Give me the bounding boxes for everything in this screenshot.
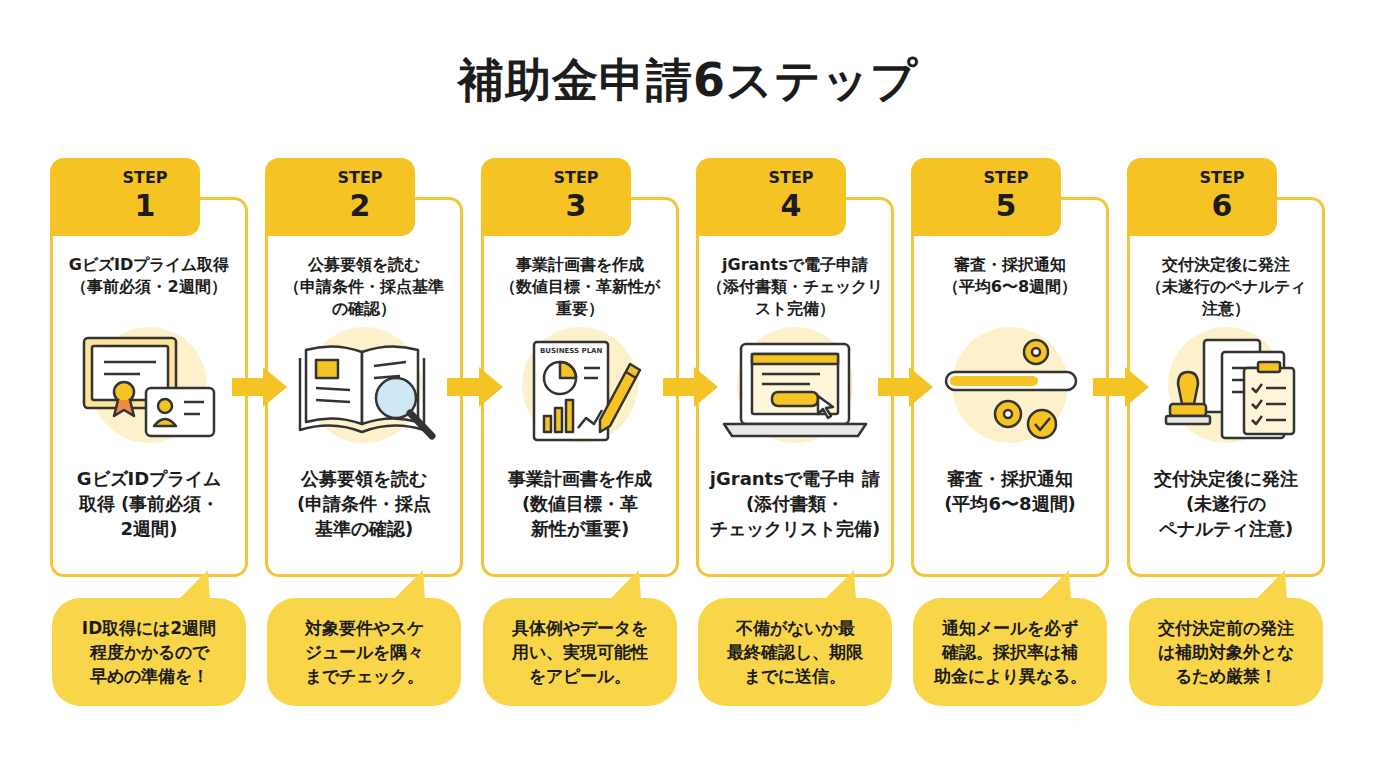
step-card: GビズIDプライム取得 （事前必須・2週間） GビズIDプライム 取得 (事前必須…	[50, 197, 248, 577]
tip-text: 不備がないか最 最終確認し、期限 までに送信。	[707, 616, 883, 688]
step-label: STEP	[481, 168, 631, 187]
step-description: jGrantsで電子申 請(添付書類・ チェックリスト完備)	[707, 466, 883, 541]
tip-text: 通知メールを必ず 確認。採択率は補 助金により異なる。	[922, 616, 1098, 688]
step-number: 6	[1127, 188, 1277, 223]
bubble-tail	[913, 568, 1107, 600]
tip-text: ID取得には2週間 程度かかるので 早めの準備を！	[61, 616, 237, 688]
tip-bubble: 交付決定前の発注 は補助対象外とな るため厳禁！	[1129, 598, 1323, 706]
step-number: 4	[696, 188, 846, 223]
step-tab: STEP4	[696, 158, 846, 236]
tip-bubble: 通知メールを必ず 確認。採択率は補 助金により異なる。	[913, 598, 1107, 706]
tip-bubble: 不備がないか最 最終確認し、期限 までに送信。	[698, 598, 892, 706]
step-card: jGrantsで電子申請 （添付書類・チェックリ スト完備） jGrantsで電子…	[696, 197, 894, 577]
step-tab: STEP5	[911, 158, 1061, 236]
bubble-tail-shape	[824, 570, 856, 600]
step-card: 交付決定後に発注 （未遂行のペナルティ 注意） 交付決定後に発注 (未遂行の ペナ…	[1127, 197, 1325, 577]
bubble-tail	[52, 568, 246, 600]
step-card: 公募要領を読む （申請条件・採点基準 の確認） 公募要領を読む (申請条件・採点 …	[265, 197, 463, 577]
bubble-tail-shape	[178, 570, 210, 600]
bubble-tail-shape	[1039, 570, 1071, 600]
step-label: STEP	[265, 168, 415, 187]
bubble-tail-shape	[1255, 570, 1287, 600]
tip-text: 具体例やデータを 用い、実現可能性 をアピール。	[492, 616, 668, 688]
step-heading: 公募要領を読む （申請条件・採点基準 の確認）	[271, 254, 457, 320]
step-heading: jGrantsで電子申請 （添付書類・チェックリ スト完備）	[702, 254, 888, 320]
tip-text: 対象要件やスケ ジュールを隅々 までチェック。	[276, 616, 452, 688]
step-number: 2	[265, 188, 415, 223]
step-description: GビズIDプライム 取得 (事前必須・2週間)	[61, 466, 237, 541]
step-card: 審査・採択通知 （平均6〜8週間） 審査・採択通知 (平均6〜8週間)	[911, 197, 1109, 577]
step-tab: STEP3	[481, 158, 631, 236]
step-number: 3	[481, 188, 631, 223]
step-heading: 交付決定後に発注 （未遂行のペナルティ 注意）	[1133, 254, 1319, 320]
step-heading: GビズIDプライム取得 （事前必須・2週間）	[56, 254, 242, 298]
bubble-tail	[267, 568, 461, 600]
step-tab: STEP6	[1127, 158, 1277, 236]
step-label: STEP	[911, 168, 1061, 187]
step-tab: STEP2	[265, 158, 415, 236]
step-description: 事業計画書を作成 (数値目標・革 新性が重要)	[492, 466, 668, 541]
bubble-tail-shape	[609, 570, 641, 600]
step-heading: 審査・採択通知 （平均6〜8週間）	[917, 254, 1103, 298]
icon-label: BUSINESS PLAN	[540, 347, 602, 355]
tip-bubble: ID取得には2週間 程度かかるので 早めの準備を！	[52, 598, 246, 706]
step-number: 5	[911, 188, 1061, 223]
step-number: 1	[50, 188, 200, 223]
step-card: 事業計画書を作成 （数値目標・革新性が 重要） 事業計画書を作成 (数値目標・革 …	[481, 197, 679, 577]
step-description: 審査・採択通知 (平均6〜8週間)	[922, 466, 1098, 516]
diagram-title: 補助金申請6ステップ	[0, 50, 1376, 112]
step-heading: 事業計画書を作成 （数値目標・革新性が 重要）	[487, 254, 673, 320]
tip-bubble: 対象要件やスケ ジュールを隅々 までチェック。	[267, 598, 461, 706]
step-label: STEP	[696, 168, 846, 187]
bubble-tail	[483, 568, 677, 600]
bubble-tail	[698, 568, 892, 600]
step-label: STEP	[50, 168, 200, 187]
bubble-tail-shape	[393, 570, 425, 600]
tip-bubble: 具体例やデータを 用い、実現可能性 をアピール。	[483, 598, 677, 706]
step-description: 交付決定後に発注 (未遂行の ペナルティ注意)	[1138, 466, 1314, 541]
step-description: 公募要領を読む (申請条件・採点 基準の確認)	[276, 466, 452, 541]
tip-text: 交付決定前の発注 は補助対象外とな るため厳禁！	[1138, 616, 1314, 688]
bubble-tail	[1129, 568, 1323, 600]
step-label: STEP	[1127, 168, 1277, 187]
step-tab: STEP1	[50, 158, 200, 236]
